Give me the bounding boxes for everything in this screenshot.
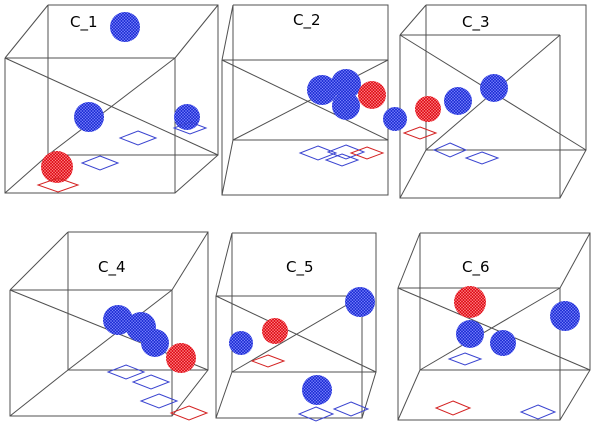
- blue-sphere: [110, 12, 140, 42]
- blue-shadow-diamond: [332, 401, 370, 417]
- panel-c3: C_3: [383, 4, 587, 199]
- panel-c6: C_6: [397, 232, 591, 421]
- blue-sphere: [480, 74, 508, 102]
- blue-shadow-diamond: [519, 404, 557, 420]
- panel-label: C_5: [286, 258, 314, 277]
- red-shadow-diamond: [36, 177, 80, 193]
- blue-shadow-diamond: [326, 144, 366, 160]
- red-sphere: [262, 318, 288, 344]
- blue-sphere: [302, 375, 332, 405]
- red-shadow-diamond: [402, 126, 438, 140]
- red-sphere: [454, 286, 486, 318]
- blue-sphere: [307, 75, 337, 105]
- blue-sphere: [444, 87, 472, 115]
- blue-shadow-diamond: [139, 393, 179, 409]
- blue-sphere: [332, 92, 360, 120]
- blue-shadow-diamond: [447, 352, 483, 366]
- red-shadow-diamond: [250, 354, 286, 368]
- red-sphere: [166, 343, 196, 373]
- blue-shadow-diamond: [432, 142, 468, 158]
- blue-sphere: [331, 69, 361, 99]
- blue-shadow-diamond: [297, 406, 335, 422]
- red-shadow-diamond: [434, 400, 472, 416]
- blue-sphere: [456, 320, 484, 348]
- blue-shadow-diamond: [106, 364, 146, 380]
- blue-sphere: [345, 287, 375, 317]
- blue-sphere: [74, 102, 104, 132]
- panel-label: C_2: [293, 11, 321, 30]
- red-sphere: [41, 151, 73, 183]
- blue-shadow-diamond: [118, 130, 158, 146]
- blue-shadow-diamond: [80, 155, 120, 171]
- blue-shadow-diamond: [172, 121, 208, 135]
- panel-c4: C_4: [9, 231, 209, 421]
- blue-shadow-diamond: [464, 151, 500, 165]
- blue-sphere: [383, 107, 407, 131]
- cube-frame: [215, 232, 377, 419]
- panel-label: C_3: [462, 13, 490, 32]
- cube-frame: [397, 232, 591, 421]
- red-sphere: [415, 96, 441, 122]
- cube-frame: [221, 4, 389, 196]
- blue-sphere: [490, 330, 516, 356]
- panel-label: C_4: [98, 258, 126, 277]
- blue-sphere: [229, 331, 253, 355]
- blue-sphere: [550, 301, 580, 331]
- blue-shadow-diamond: [324, 153, 360, 167]
- blue-sphere: [103, 305, 133, 335]
- panel-c5: C_5: [215, 232, 377, 422]
- blue-shadow-diamond: [131, 374, 171, 390]
- panel-label: C_1: [70, 13, 98, 32]
- red-shadow-diamond: [169, 405, 209, 421]
- blue-shadow-diamond: [298, 145, 338, 161]
- panel-c2: C_2: [221, 4, 389, 196]
- panel-c1: C_1: [4, 4, 219, 194]
- blue-sphere: [141, 329, 169, 357]
- panel-label: C_6: [462, 258, 490, 277]
- red-shadow-diamond: [349, 146, 385, 160]
- red-sphere: [358, 81, 386, 109]
- cube-frame: [4, 4, 219, 194]
